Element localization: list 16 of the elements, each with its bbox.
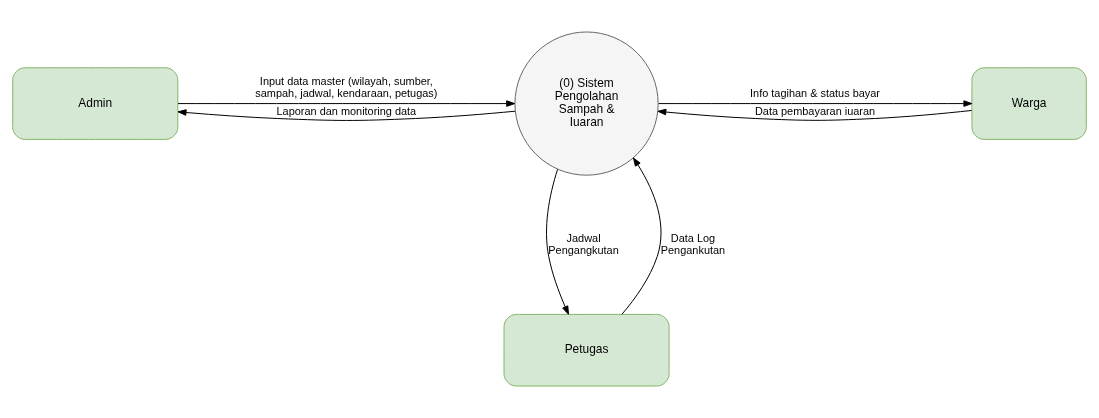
edge-label: Input data master (wilayah, sumber, sampah, jadwal, kendaraan, petugas)	[255, 75, 438, 100]
edge-label: Jadwal Pengangkutan	[548, 231, 619, 256]
edge-label: Data pembayaran iuaran	[754, 105, 876, 118]
arrow	[546, 168, 569, 315]
arrow	[621, 157, 662, 315]
arrow	[657, 108, 973, 121]
edge-label: Info tagihan & status bayar	[750, 87, 880, 100]
arrow	[658, 100, 973, 107]
arrow	[177, 109, 516, 121]
edge-label: Data Log Pengankutan	[660, 231, 726, 256]
node-circle: (0) Sistem Pengolahan Sampah & Iuaran	[514, 31, 659, 176]
edge-label: Laporan dan monitoring data	[276, 105, 417, 118]
node-box: Warga	[971, 67, 1087, 140]
arrow	[177, 100, 516, 107]
node-box: Admin	[12, 67, 179, 140]
node-box: Petugas	[503, 313, 670, 387]
